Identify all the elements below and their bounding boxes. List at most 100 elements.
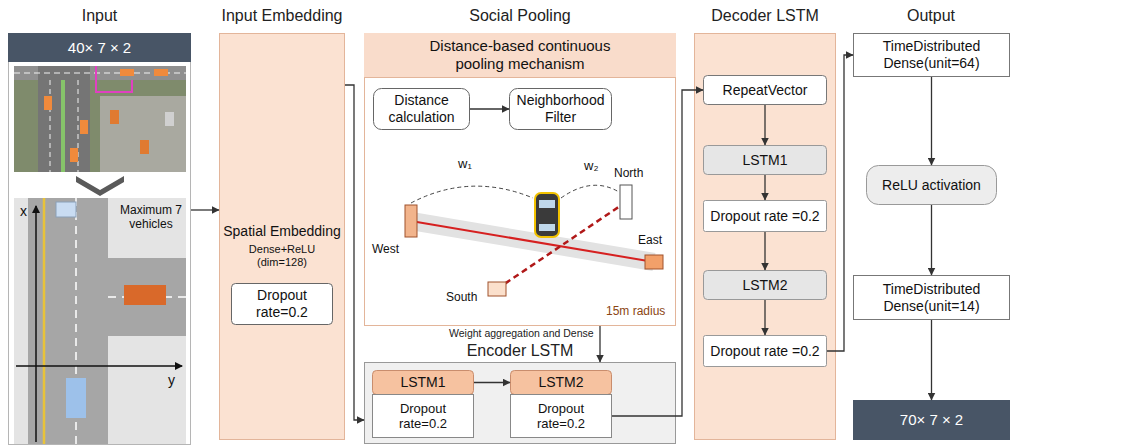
vehicle <box>66 378 86 418</box>
column-heading: Output <box>907 6 955 25</box>
pooling-illustration <box>405 185 663 296</box>
down-chevron <box>76 176 124 196</box>
box-label: Dropout rate=0.2 <box>510 401 612 431</box>
connector <box>599 326 600 362</box>
edge-label: Weight aggregation and Dense <box>449 327 594 339</box>
decoder-block-outline <box>695 34 836 440</box>
connector <box>345 85 364 420</box>
connector <box>470 108 509 109</box>
connector <box>764 300 765 335</box>
photo-car <box>70 148 78 162</box>
aerial-photo <box>14 66 186 172</box>
neighbor-vehicle <box>488 282 506 296</box>
box-label: RepeatVector <box>719 82 812 99</box>
dropout-box-outline <box>373 395 474 438</box>
lstm-box-outline <box>511 371 612 395</box>
lstm-box-outline <box>373 371 474 395</box>
connector <box>191 209 219 210</box>
neighbor-link <box>411 221 654 262</box>
lstm-box: LSTM2 <box>703 270 827 300</box>
pooling-block-outline <box>365 34 676 326</box>
box-label: Dropout rate =0.2 <box>706 208 823 225</box>
dense-box-outline <box>854 276 1010 320</box>
lstm-box: LSTM1 <box>372 370 474 395</box>
note-text: Maximum 7 vehicles <box>116 203 186 231</box>
activation-box-outline <box>867 166 997 205</box>
input-panel-outline <box>9 34 191 445</box>
process-box-outline <box>510 89 612 130</box>
connector <box>764 105 765 145</box>
output-shape-outline <box>854 401 1010 440</box>
box-label: Dropout rate =0.2 <box>706 343 823 360</box>
direction-label: West <box>372 242 399 256</box>
schematic-road <box>28 198 108 444</box>
weight-arc <box>411 186 533 203</box>
embedding-block: Input EmbeddingSpatial EmbeddingDense+Re… <box>219 33 345 440</box>
box-label: LSTM1 <box>738 152 791 169</box>
neighbor-vehicle <box>645 255 663 269</box>
connector <box>764 232 765 270</box>
radius-label: 15m radius <box>606 304 665 318</box>
photo-lane <box>50 80 51 172</box>
direction-label: North <box>614 166 643 180</box>
road-schematic <box>14 198 186 444</box>
dropout-box: Dropout rate=0.2 <box>510 394 612 438</box>
dropout-box-outline <box>704 336 827 367</box>
ego-window <box>539 224 555 231</box>
box-label: 70× 7 × 2 <box>896 411 967 429</box>
photo-car <box>120 69 134 76</box>
connector <box>764 175 765 200</box>
encoder-block-outline <box>365 363 676 444</box>
encoder-block: Encoder LSTMLSTM1Dropout rate=0.2LSTM2Dr… <box>364 362 676 444</box>
box-label: Dropout rate=0.2 <box>231 287 333 321</box>
repeat-box-outline <box>704 76 827 105</box>
photo-median <box>61 80 65 172</box>
box-label: LSTM2 <box>534 374 587 391</box>
axis-label: x <box>20 203 27 220</box>
photo-ground <box>14 66 186 172</box>
process-box: Neighborhood Filter <box>509 88 612 130</box>
dropout-box-outline <box>511 395 612 438</box>
box-text: Distance-based continuous pooling mechan… <box>364 33 676 78</box>
photo-car <box>154 69 168 76</box>
lstm-box: LSTM1 <box>703 145 827 175</box>
vehicle <box>56 202 76 217</box>
photo-parking <box>100 96 186 172</box>
connector <box>612 90 703 416</box>
box-text: 40× 7 × 2 <box>8 33 191 62</box>
weight-label: w₁ <box>458 156 472 172</box>
dropout-box-outline <box>232 284 333 325</box>
connector <box>827 55 853 351</box>
heading-text: Input Embedding <box>189 6 375 26</box>
box-label: ReLU activation <box>878 177 985 194</box>
neighbor-vehicle <box>405 205 417 237</box>
schematic-road <box>108 258 186 336</box>
dense-box-outline <box>854 34 1010 77</box>
photo-car <box>140 140 149 154</box>
input-panel: Input40× 7 × 2 <box>8 33 191 445</box>
connector <box>474 382 510 383</box>
dropout-box: Dropout rate =0.2 <box>703 200 827 232</box>
connector <box>931 205 932 275</box>
direction-label: South <box>446 290 477 304</box>
box-label: LSTM2 <box>738 277 791 294</box>
dropout-box-outline <box>704 201 827 232</box>
photo-car <box>165 112 174 126</box>
lstm-box-outline <box>704 146 827 175</box>
box-label: LSTM1 <box>396 374 449 391</box>
process-box-outline <box>374 89 470 130</box>
box-text: Dense+ReLU (dim=128) <box>232 243 332 269</box>
dense-box: TimeDistributed Dense(unit=64) <box>853 33 1010 77</box>
heading-text: Social Pooling <box>334 6 706 26</box>
center-line <box>43 198 46 444</box>
box-label: TimeDistributed Dense(unit=64) <box>853 38 1010 72</box>
box-label: Neighborhood Filter <box>509 92 612 126</box>
vehicle <box>124 285 166 305</box>
output-shape: 70× 7 × 2 <box>853 400 1010 440</box>
photo-car <box>80 120 88 134</box>
embedding-block-outline <box>220 34 345 440</box>
y-axis <box>16 365 182 367</box>
dropout-box: Dropout rate =0.2 <box>703 335 827 367</box>
dropout-box: Dropout rate=0.2 <box>372 394 474 438</box>
